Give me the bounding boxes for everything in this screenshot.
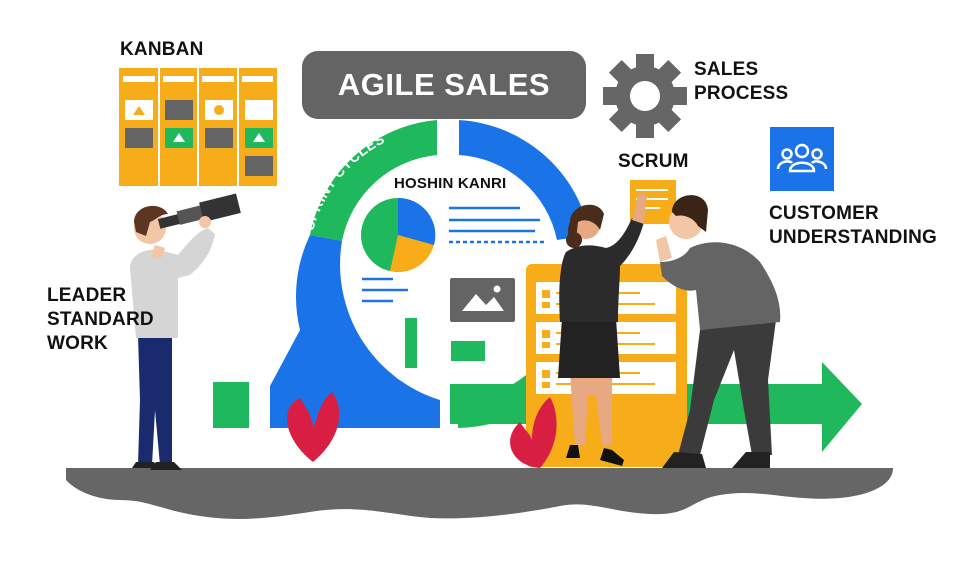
hoshin-kanri-label: HOSHIN KANRI <box>394 175 507 192</box>
businesswoman-figure <box>558 193 647 466</box>
page-title: AGILE SALES <box>302 51 586 119</box>
green-bar <box>405 318 417 368</box>
text-lines <box>362 206 545 303</box>
people-group-icon <box>770 127 834 191</box>
leader-standard-work-label: LEADER STANDARD WORK <box>47 285 154 354</box>
image-placeholder-icon <box>450 278 515 322</box>
spyglass-icon <box>157 193 241 229</box>
red-plant-left <box>287 392 340 462</box>
sales-process-label: SALES PROCESS <box>694 59 789 104</box>
red-plant-right <box>510 397 557 468</box>
leader-figure <box>130 193 241 470</box>
kanban-board <box>119 68 277 186</box>
green-block <box>451 341 485 361</box>
ground <box>66 468 893 519</box>
man-figure <box>656 195 781 468</box>
pie-chart-icon <box>361 197 436 272</box>
kanban-label: KANBAN <box>120 39 204 60</box>
gear-icon <box>603 54 687 138</box>
customer-understanding-label: CUSTOMER UNDERSTANDING <box>769 203 937 248</box>
scrum-label: SCRUM <box>618 151 689 172</box>
